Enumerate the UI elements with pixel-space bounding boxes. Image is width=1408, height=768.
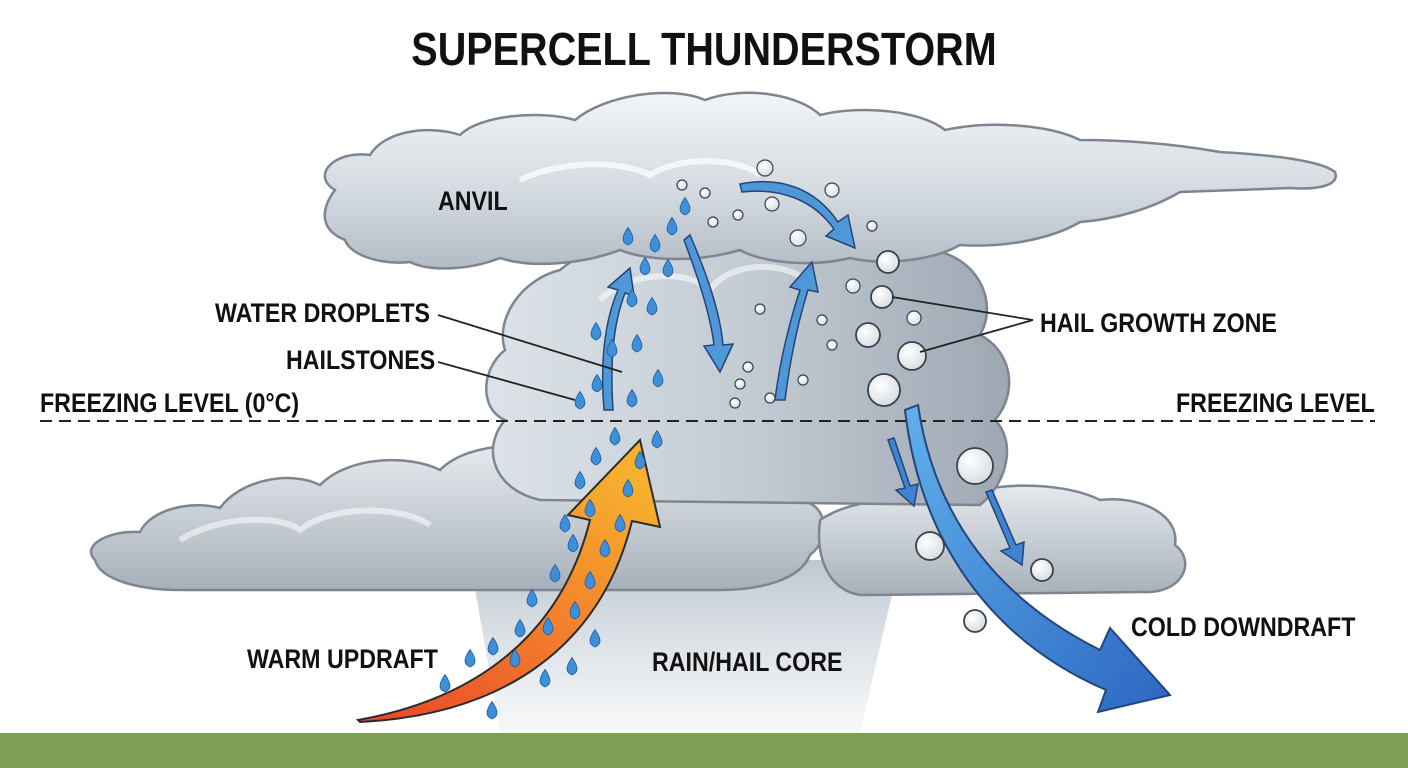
water-droplet bbox=[666, 216, 678, 236]
water-droplet bbox=[614, 513, 626, 533]
water-droplet bbox=[590, 446, 602, 466]
water-droplet bbox=[652, 368, 664, 388]
hailstone bbox=[676, 179, 688, 191]
water-droplet bbox=[464, 648, 476, 668]
water-droplet bbox=[649, 233, 661, 253]
water-droplet bbox=[599, 538, 611, 558]
hailstone bbox=[906, 310, 922, 326]
water-droplet bbox=[679, 196, 691, 216]
water-droplet bbox=[609, 426, 621, 446]
water-droplet bbox=[569, 600, 581, 620]
hailstone bbox=[824, 182, 840, 198]
water-droplet bbox=[574, 470, 586, 490]
water-droplet bbox=[487, 636, 499, 656]
hailstones-label: HAILSTONES bbox=[286, 345, 436, 375]
water-droplets-group bbox=[439, 196, 691, 720]
hailstone bbox=[699, 187, 711, 199]
hail-growth-leader-2 bbox=[919, 319, 1034, 353]
water-droplet bbox=[589, 628, 601, 648]
water-droplet bbox=[631, 333, 643, 353]
hailstones-group bbox=[676, 159, 1054, 633]
water-droplet bbox=[514, 618, 526, 638]
hailstone bbox=[797, 374, 809, 386]
hailstone bbox=[915, 531, 945, 561]
hailstone bbox=[866, 220, 878, 232]
water-droplet bbox=[559, 513, 571, 533]
hailstone bbox=[707, 216, 719, 228]
water-droplets-leader bbox=[437, 314, 623, 373]
water-droplet bbox=[526, 588, 538, 608]
circulation-arrow-up-right bbox=[774, 260, 819, 401]
hail-growth-leader-1 bbox=[891, 296, 1034, 321]
water-droplets-label: WATER DROPLETS bbox=[215, 298, 431, 328]
water-droplet bbox=[542, 616, 554, 636]
hailstone bbox=[789, 229, 807, 247]
water-droplet bbox=[591, 373, 603, 393]
hailstone bbox=[732, 209, 744, 221]
warm-updraft-label: WARM UPDRAFT bbox=[247, 644, 438, 674]
diagram-title: SUPERCELL THUNDERSTORM bbox=[411, 23, 997, 75]
warm-updraft-arrow bbox=[355, 437, 662, 724]
hailstone bbox=[816, 314, 828, 326]
water-droplet bbox=[509, 648, 521, 668]
anvil-highlight bbox=[518, 158, 762, 183]
hailstone bbox=[1030, 558, 1054, 582]
hailstone bbox=[754, 303, 766, 315]
small-downdraft-arrow-2 bbox=[984, 489, 1025, 567]
water-droplet bbox=[549, 563, 561, 583]
hailstone bbox=[729, 397, 741, 409]
water-droplet bbox=[634, 450, 646, 470]
hailstone bbox=[845, 278, 861, 294]
water-droplet bbox=[651, 429, 663, 449]
water-droplet bbox=[622, 226, 634, 246]
hailstone bbox=[734, 378, 746, 390]
hailstone bbox=[826, 339, 838, 351]
hailstone bbox=[870, 285, 894, 309]
hailstone bbox=[867, 373, 901, 407]
hailstone bbox=[764, 392, 776, 404]
water-droplet bbox=[662, 258, 674, 278]
water-droplet bbox=[646, 296, 658, 316]
water-droplet bbox=[606, 338, 618, 358]
anvil-label: ANVIL bbox=[438, 186, 508, 216]
water-droplet bbox=[584, 498, 596, 518]
ground-strip bbox=[0, 733, 1408, 768]
hailstones-leader bbox=[437, 361, 576, 401]
water-droplet bbox=[539, 668, 551, 688]
water-droplet bbox=[439, 673, 451, 693]
circulation-arrow-down bbox=[683, 233, 735, 374]
water-droplet bbox=[566, 656, 578, 676]
freezing-level-right-label: FREEZING LEVEL bbox=[1176, 388, 1375, 418]
water-droplet bbox=[486, 700, 498, 720]
hailstone bbox=[742, 361, 754, 373]
hailstone bbox=[963, 609, 987, 633]
water-droplet bbox=[574, 390, 586, 410]
cold-downdraft-arrow bbox=[903, 403, 1172, 714]
water-droplet bbox=[639, 256, 651, 276]
hailstone bbox=[876, 250, 900, 274]
hailstone bbox=[764, 196, 780, 212]
freezing-level-left-label: FREEZING LEVEL (0°C) bbox=[40, 388, 300, 418]
rain-hail-core-label: RAIN/HAIL CORE bbox=[652, 647, 843, 677]
small-downdraft-arrow-1 bbox=[887, 437, 919, 508]
water-droplet bbox=[626, 288, 638, 308]
water-droplet bbox=[590, 321, 602, 341]
water-droplet bbox=[584, 570, 596, 590]
circulation-arrow-top bbox=[739, 180, 857, 250]
hailstone bbox=[897, 341, 927, 371]
shelf-highlight bbox=[178, 507, 432, 543]
cold-downdraft-label: COLD DOWNDRAFT bbox=[1131, 612, 1356, 642]
hailstone bbox=[855, 322, 881, 348]
hailstone bbox=[956, 447, 994, 485]
hail-growth-zone-label: HAIL GROWTH ZONE bbox=[1040, 308, 1277, 338]
water-droplet bbox=[567, 533, 579, 553]
anvil-cloud bbox=[323, 91, 1337, 270]
water-droplet bbox=[626, 388, 638, 408]
hailstone bbox=[756, 159, 774, 177]
water-droplet bbox=[622, 478, 634, 498]
